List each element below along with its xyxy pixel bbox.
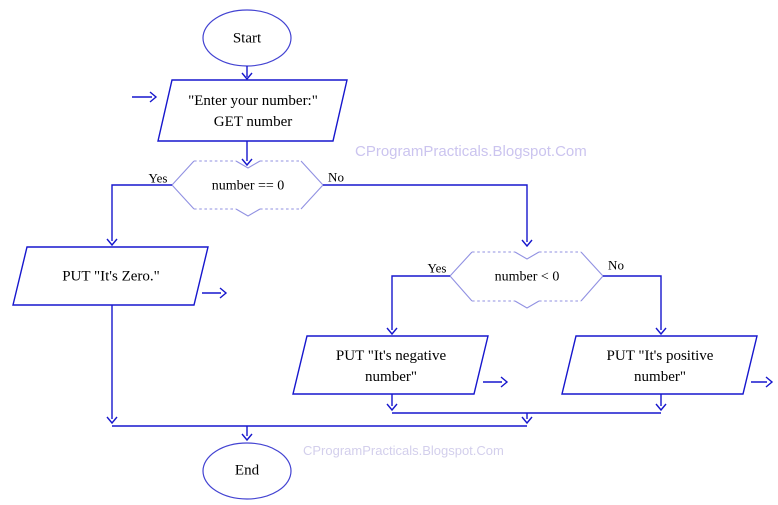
connector-start-to-input (241, 66, 253, 81)
output-negative-parallelogram-shape (292, 335, 489, 395)
output-positive-arrow (751, 376, 774, 388)
output-positive-label: PUT "It's positive number" (607, 346, 714, 388)
connector-no-to-decision-negative (323, 184, 533, 248)
input-label: "Enter your number:" GET number (188, 91, 318, 133)
connector-inner-merge-drop (521, 413, 533, 425)
input-label-line1: "Enter your number:" (188, 93, 318, 109)
output-negative-label: PUT "It's negative number" (336, 346, 446, 388)
connector-merge-to-end (241, 426, 253, 442)
connector-input-to-decision-zero (241, 141, 253, 167)
output-positive-parallelogram-shape (561, 335, 758, 395)
input-arrow (132, 91, 158, 103)
decision-negative-no-label: No (608, 257, 624, 273)
output-negative-arrow (483, 376, 509, 388)
watermark-top: CProgramPracticals.Blogspot.Com (355, 143, 587, 160)
decision-zero-no-label: No (328, 169, 344, 185)
output-negative-line2: number" (365, 369, 417, 385)
input-label-line2: GET number (213, 114, 293, 130)
connector-positive-to-merge (655, 394, 667, 412)
connector-negative-to-merge (386, 394, 398, 412)
decision-zero-yes-label: Yes (148, 170, 168, 186)
input-parallelogram-shape (157, 79, 348, 142)
connector-yes-to-output-zero (106, 184, 172, 247)
connector-zero-to-merge (106, 305, 118, 425)
decision-zero-condition: number == 0 (211, 178, 285, 194)
decision-negative-yes-label: Yes (427, 260, 447, 276)
output-positive-line1: PUT "It's positive (606, 348, 714, 364)
output-zero-label: PUT "It's Zero." (62, 268, 160, 285)
output-positive-line2: number" (634, 369, 686, 385)
output-negative-line1: PUT "It's negative (335, 348, 447, 364)
watermark-bottom: CProgramPracticals.Blogspot.Com (303, 443, 504, 458)
connector-yes-to-output-negative (386, 275, 450, 336)
decision-negative-hexagon-shape (449, 251, 604, 309)
output-zero-arrow (202, 287, 228, 299)
decision-zero-hexagon-shape (171, 160, 324, 217)
connector-no-to-output-positive (603, 275, 667, 336)
end-terminal-shape (202, 442, 292, 500)
start-label: Start (232, 30, 262, 47)
decision-negative-condition: number < 0 (494, 269, 560, 285)
output-zero-parallelogram-shape (12, 246, 209, 306)
end-label: End (234, 462, 260, 479)
